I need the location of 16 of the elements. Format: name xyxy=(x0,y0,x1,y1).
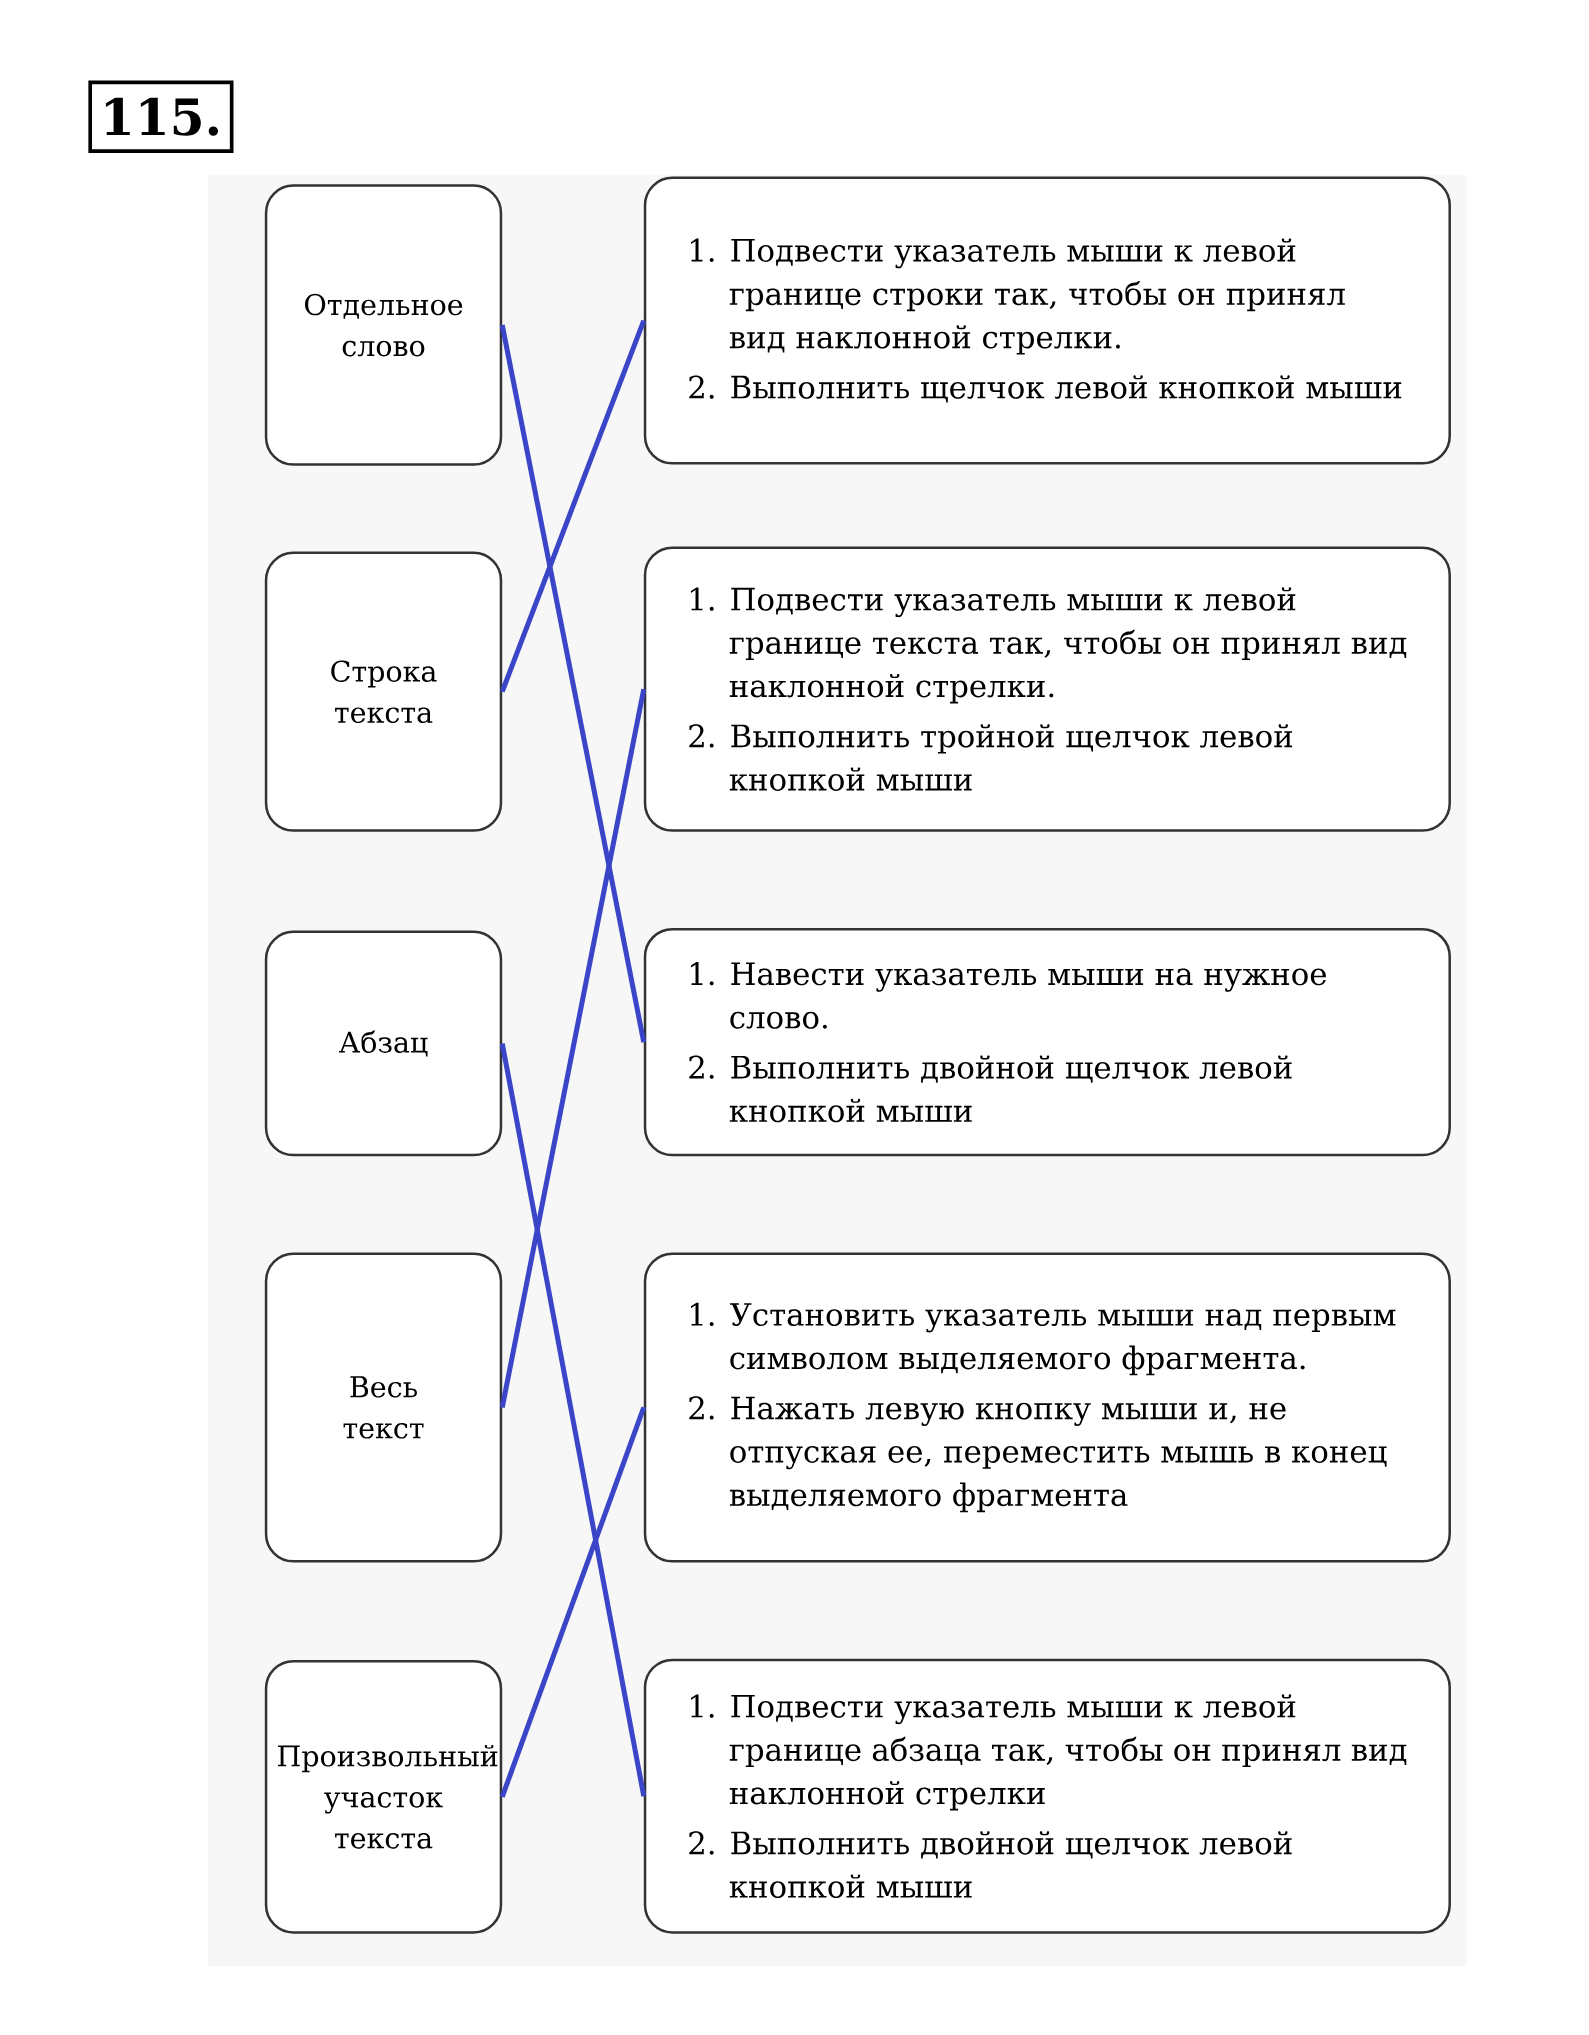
exercise-number: 115. xyxy=(88,80,234,153)
instruction-box: 1. Подвести указатель мыши к левой границе строки так, чтобы он принял вид наклонной стрелки. 2. Выполнить щелчок левой кнопкой мыши xyxy=(644,176,1452,465)
instruction-box: 1. Подвести указатель мыши к левой границе текста так, чтобы он принял вид наклонной стрелки. 2. Выполнить тройной щелчок левой кнопкой мыши xyxy=(644,546,1452,832)
term-box: Произвольный участок текста xyxy=(265,1659,503,1934)
connecting-line xyxy=(500,319,647,693)
term-box: Отдельное слово xyxy=(265,184,503,466)
instruction-box: 1. Подвести указатель мыши к левой границе абзаца так, чтобы он принял вид наклонной стрелки 2. Выполнить двойной щелчок левой кнопкой мыши xyxy=(644,1658,1452,1934)
term-box: Строка текста xyxy=(265,551,503,832)
connecting-line xyxy=(500,688,647,1408)
connecting-line xyxy=(500,1042,647,1797)
connecting-line xyxy=(500,324,647,1043)
instruction-box: 1. Навести указатель мыши на нужное слово. 2. Выполнить двойной щелчок левой кнопкой мыши xyxy=(644,927,1452,1157)
instruction-box: 1. Установить указатель мыши над первым символом выделяемого фрагмента. 2. Нажать левую кнопку мыши и, не отпуская ее, переместить мышь в конец выделяемого фрагмента xyxy=(644,1252,1452,1563)
connecting-line xyxy=(500,1406,647,1798)
term-box: Абзац xyxy=(265,930,503,1157)
term-box: Весь текст xyxy=(265,1252,503,1563)
